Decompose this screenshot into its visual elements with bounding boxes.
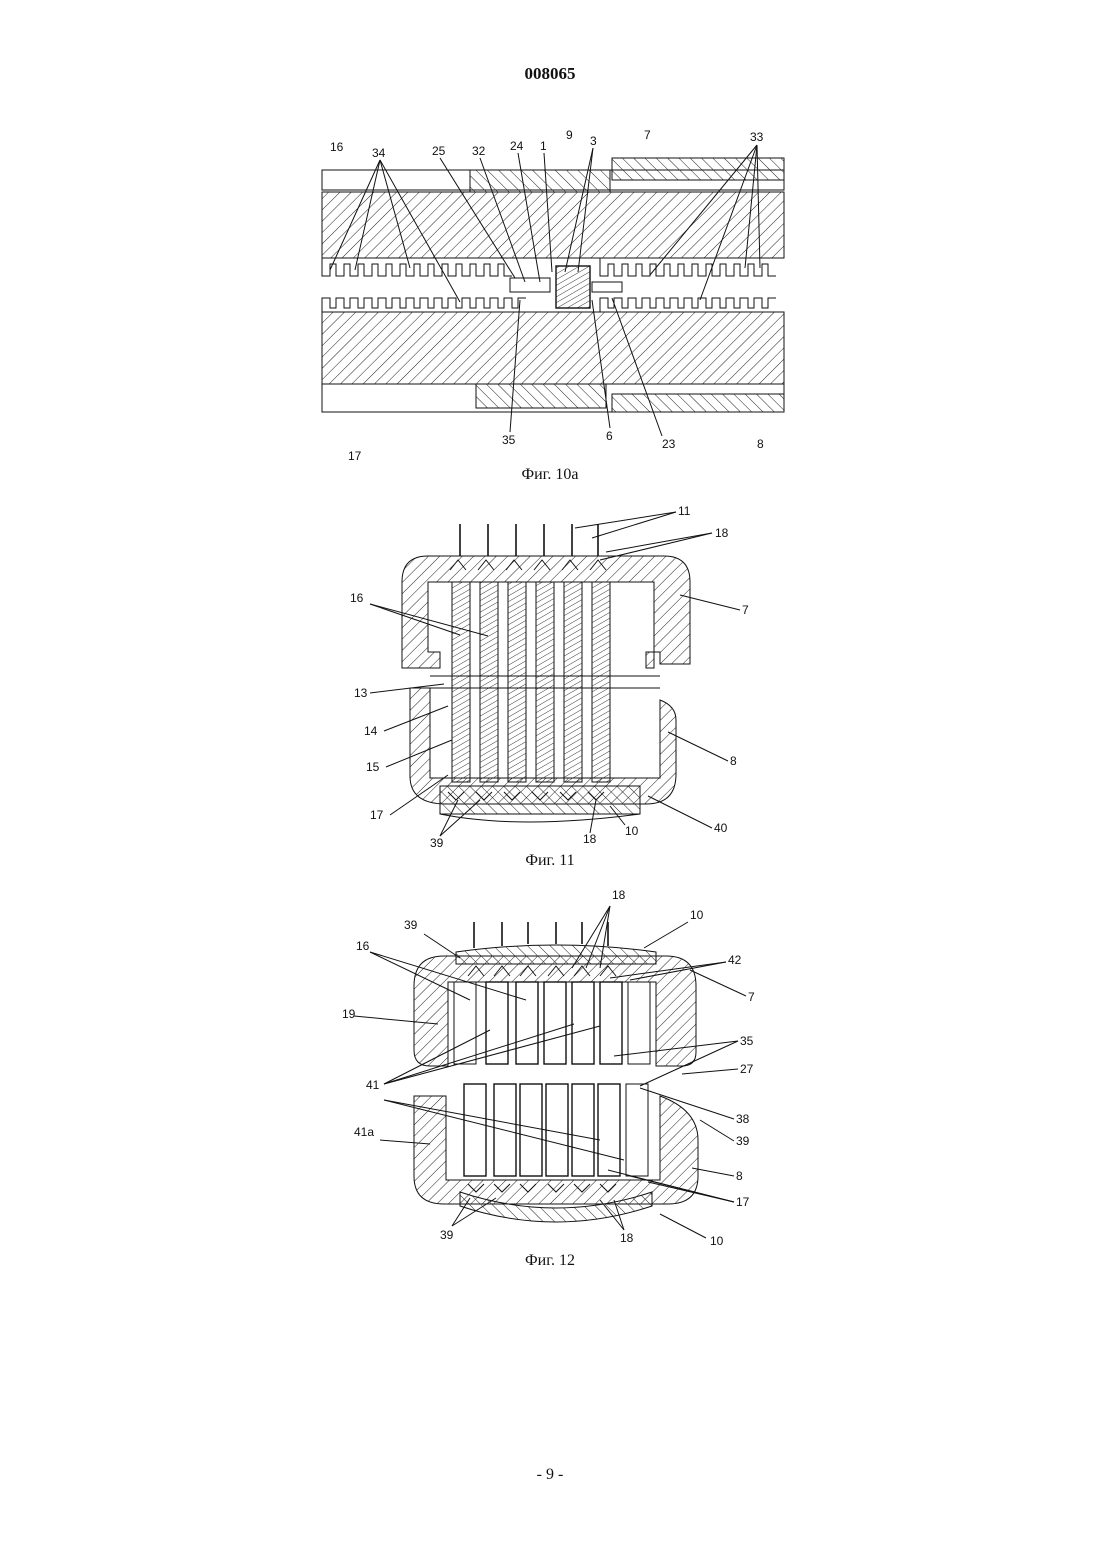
callout-label: 27 <box>740 1062 754 1076</box>
callout-label: 32 <box>472 144 486 158</box>
callout-label: 1 <box>540 139 547 153</box>
callout-label: 18 <box>583 832 597 846</box>
figure-12-caption: Фиг. 12 <box>0 1252 1100 1270</box>
callout-label: 35 <box>740 1034 754 1048</box>
figure-11-caption: Фиг. 11 <box>0 852 1100 870</box>
callout-label: 15 <box>366 760 380 774</box>
callout-label: 39 <box>404 918 418 932</box>
callout-label: 17 <box>348 449 362 463</box>
callout-label: 10 <box>625 824 639 838</box>
callout-label: 19 <box>342 1007 356 1021</box>
callout-label: 17 <box>370 808 384 822</box>
figure-10a-caption: Фиг. 10а <box>0 466 1100 484</box>
callout-label: 3 <box>590 134 597 148</box>
callout-label: 18 <box>620 1231 634 1245</box>
callout-label: 8 <box>757 437 764 451</box>
callout-label: 16 <box>330 140 344 154</box>
callout-label: 16 <box>356 939 370 953</box>
callout-label: 34 <box>372 146 386 160</box>
callout-label: 24 <box>510 139 524 153</box>
callout-label: 41a <box>354 1125 374 1139</box>
callout-label: 13 <box>354 686 368 700</box>
callout-label: 33 <box>750 130 764 144</box>
callout-label: 18 <box>715 526 729 540</box>
callout-label: 10 <box>710 1234 724 1248</box>
callout-label: 42 <box>728 953 742 967</box>
callout-label: 7 <box>748 990 755 1004</box>
callout-label: 7 <box>742 603 749 617</box>
callout-label: 40 <box>714 821 728 835</box>
callout-label: 38 <box>736 1112 750 1126</box>
callout-label: 6 <box>606 429 613 443</box>
callout-label: 23 <box>662 437 676 451</box>
callout-label: 8 <box>730 754 737 768</box>
figure-12-drawing <box>414 922 698 1222</box>
callout-label: 8 <box>736 1169 743 1183</box>
callout-label: 16 <box>350 591 364 605</box>
callout-label: 10 <box>690 908 704 922</box>
callout-label: 7 <box>644 128 651 142</box>
callout-label: 39 <box>736 1134 750 1148</box>
callout-label: 17 <box>736 1195 750 1209</box>
callout-label: 14 <box>364 724 378 738</box>
callout-label: 25 <box>432 144 446 158</box>
page-number: - 9 - <box>0 1466 1100 1484</box>
callout-label: 39 <box>440 1228 454 1242</box>
callout-label: 9 <box>566 128 573 142</box>
callout-label: 35 <box>502 433 516 447</box>
callout-label: 39 <box>430 836 444 850</box>
callout-label: 11 <box>678 504 691 518</box>
callout-label: 18 <box>612 888 626 902</box>
callout-label: 41 <box>366 1078 380 1092</box>
